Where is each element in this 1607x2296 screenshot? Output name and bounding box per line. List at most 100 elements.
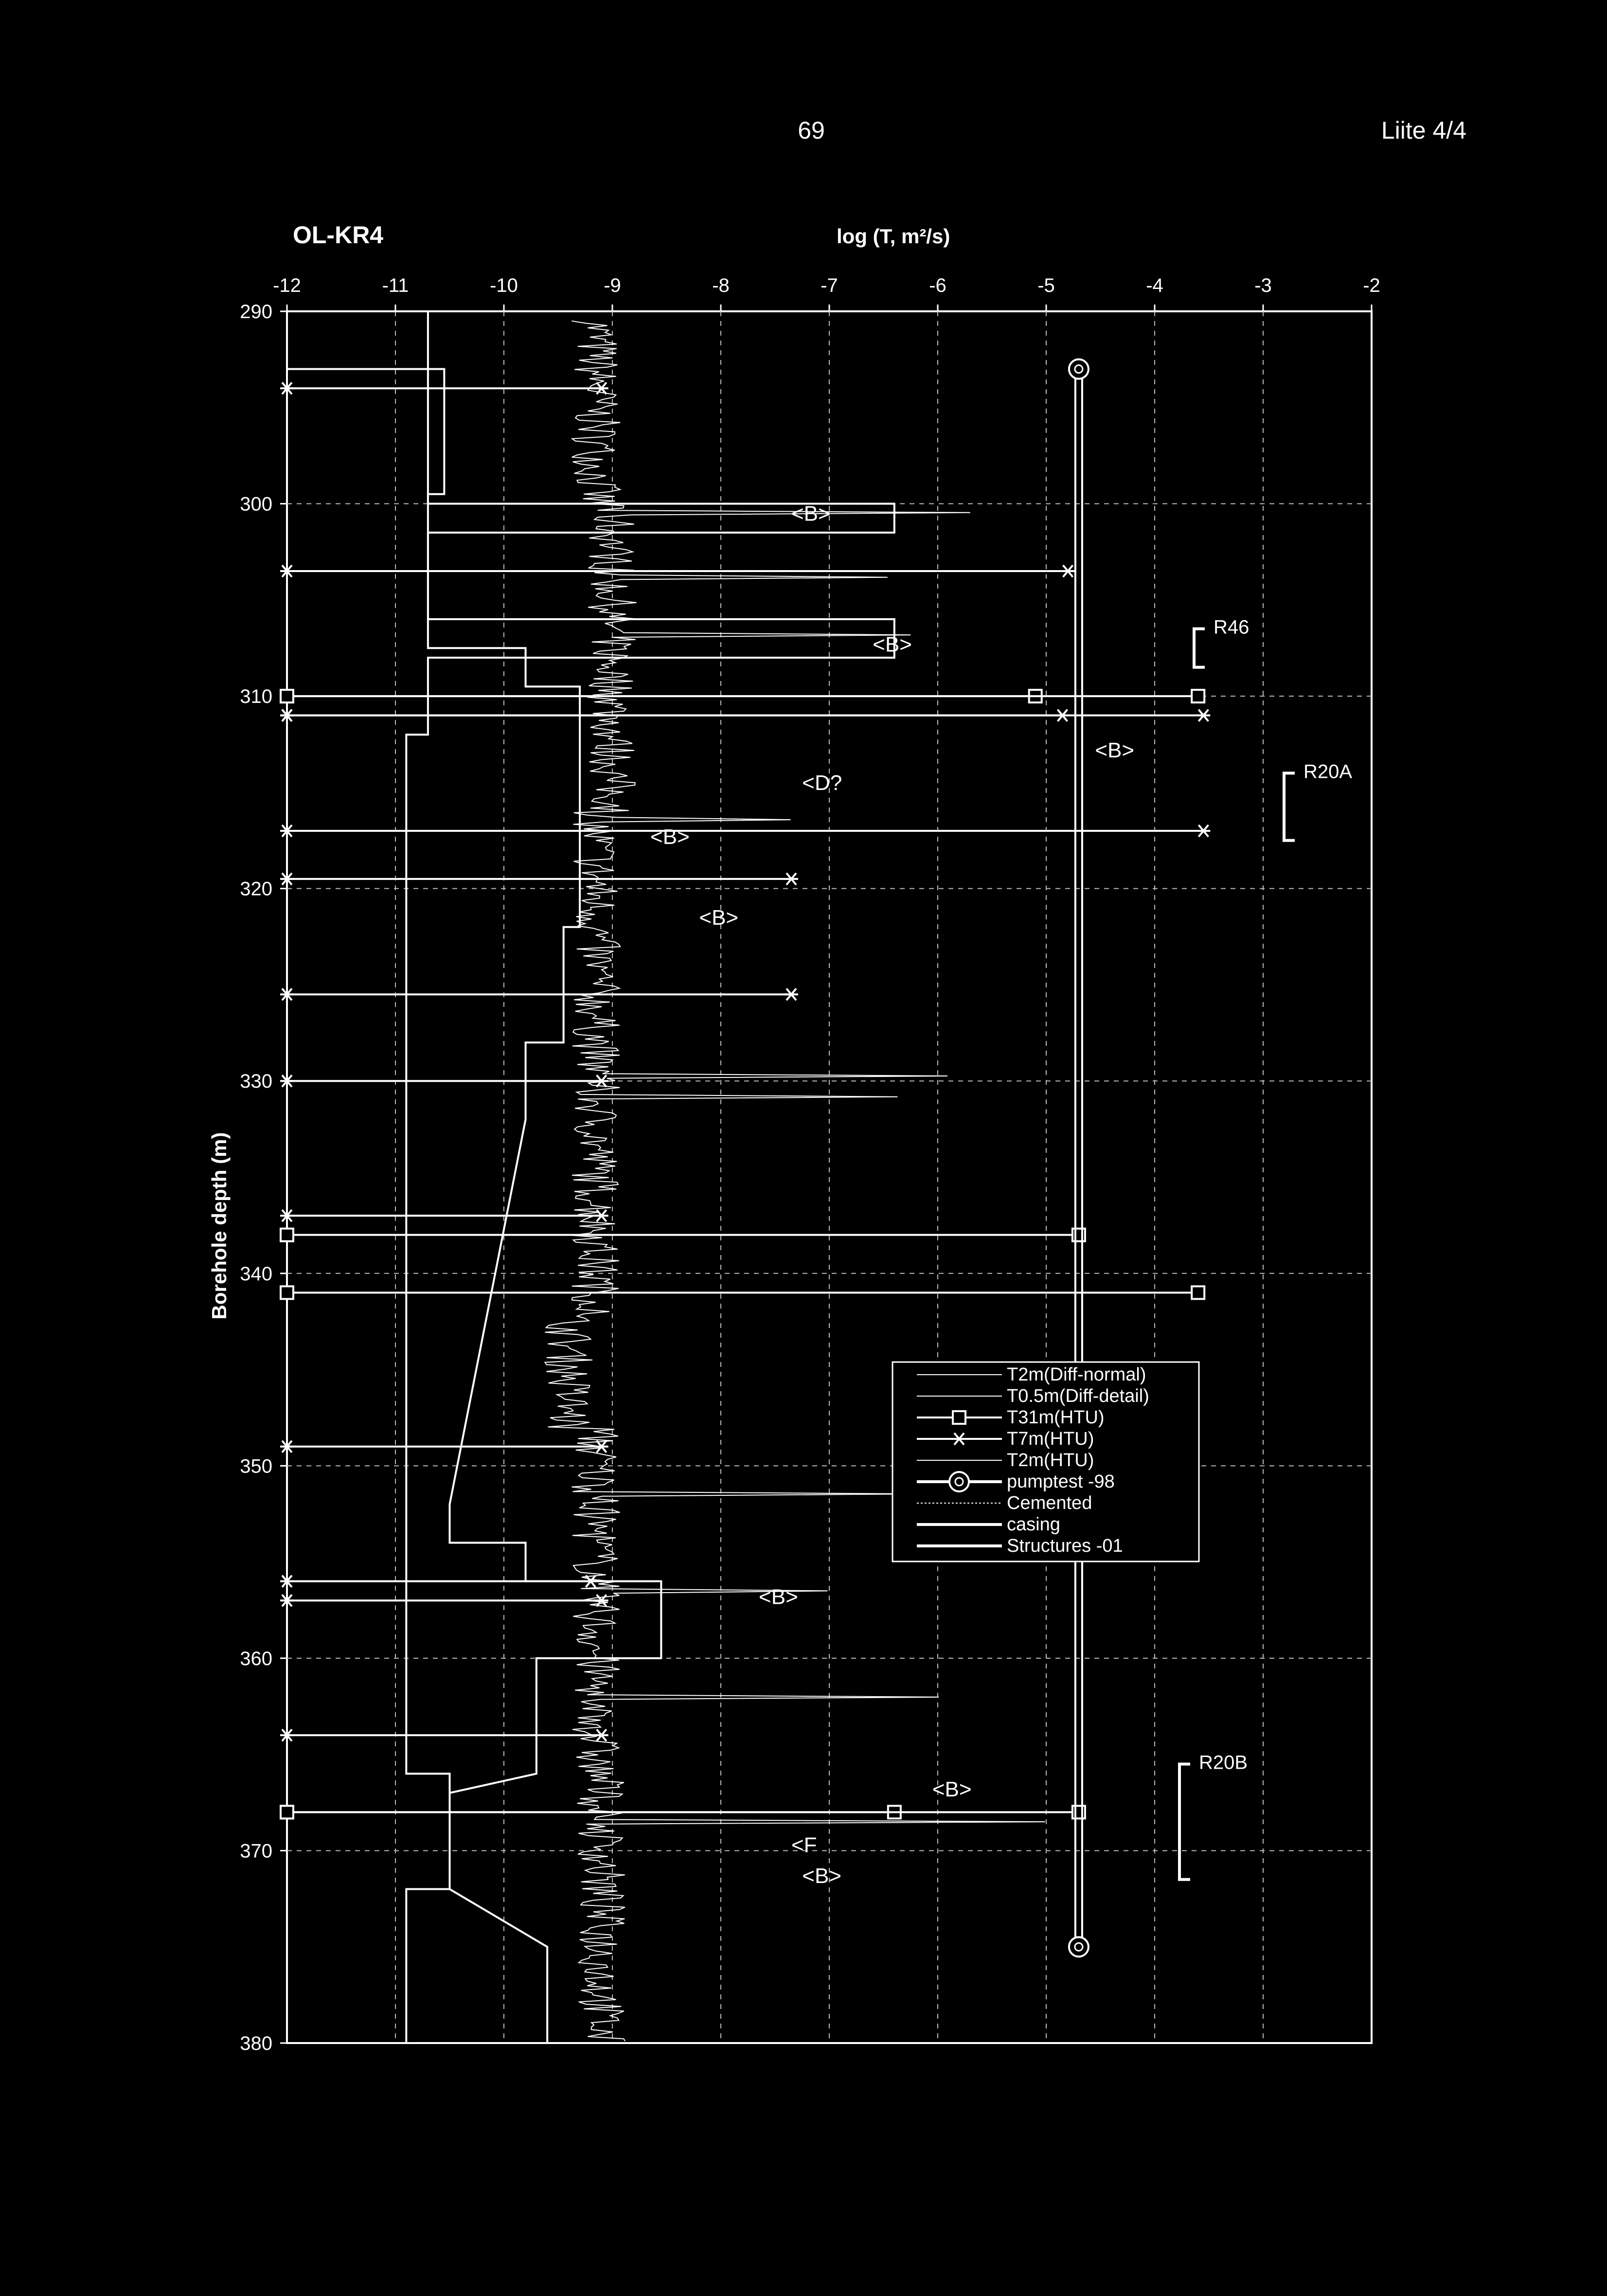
- y-tick-label: 310: [240, 686, 272, 707]
- y-tick-label: 330: [240, 1071, 272, 1092]
- legend-entry: Structures -01: [917, 1536, 1123, 1556]
- legend-swatch-marker: [948, 1471, 970, 1492]
- t7m-htu--start-marker: [280, 564, 294, 578]
- legend-swatch-marker-inner: [954, 1477, 964, 1487]
- asterisk-stroke: [596, 1440, 607, 1453]
- x-tick-label: -6: [929, 275, 946, 296]
- asterisk-stroke: [596, 1728, 607, 1742]
- legend-label: casing: [1007, 1514, 1060, 1535]
- structure-bracket: [1178, 1762, 1190, 1881]
- chart-title: OL-KR4: [293, 221, 383, 249]
- y-tick-label: 360: [240, 1648, 272, 1669]
- t31m-htu--point: [1071, 1227, 1086, 1242]
- t31m-htu--start-marker: [280, 1285, 294, 1300]
- structure-label: R20A: [1303, 761, 1352, 782]
- asterisk-stroke: [281, 564, 293, 578]
- legend-entry: T7m(HTU): [917, 1429, 1094, 1449]
- asterisk-stroke: [281, 1575, 293, 1588]
- t7m-htu--start-marker: [280, 987, 294, 1001]
- legend-entry: casing: [917, 1514, 1060, 1535]
- t31m-htu--start-marker: [280, 1805, 294, 1820]
- legend-label: T7m(HTU): [1007, 1429, 1094, 1449]
- t7m-htu--point: [1196, 824, 1211, 838]
- appendix-label: Liite 4/4: [1381, 117, 1466, 144]
- legend-label: pumptest -98: [1007, 1471, 1115, 1492]
- legend-entry: T0.5m(Diff-detail): [917, 1386, 1149, 1406]
- asterisk-stroke: [281, 1440, 293, 1453]
- structure-bracket: [1283, 771, 1295, 842]
- legend-entry: Cemented: [917, 1493, 1092, 1513]
- y-tick-label: 350: [240, 1455, 272, 1477]
- asterisk-stroke: [281, 1209, 293, 1222]
- legend: T2m(Diff-normal)T0.5m(Diff-detail)T31m(H…: [892, 1361, 1200, 1562]
- asterisk-stroke: [281, 1728, 293, 1742]
- asterisk-stroke: [585, 1575, 596, 1588]
- t7m-htu--point: [594, 1209, 608, 1222]
- legend-entry: T2m(Diff-normal): [917, 1364, 1146, 1385]
- t05m-diff-detail-trace: [544, 320, 1045, 2042]
- structure-label: R20B: [1199, 1752, 1248, 1773]
- asterisk-stroke: [786, 987, 797, 1001]
- series-t7m-htu-: [280, 381, 1211, 1742]
- asterisk-stroke: [281, 381, 293, 395]
- t7m-htu--point: [1061, 564, 1075, 578]
- legend-entry: T2m(HTU): [917, 1450, 1094, 1471]
- x-tick-label: -5: [1037, 275, 1055, 296]
- asterisk-stroke: [596, 1074, 607, 1088]
- asterisk-stroke: [1062, 564, 1074, 578]
- legend-swatch-marker: [952, 1410, 966, 1425]
- t7m-htu--point: [784, 872, 798, 886]
- t7m-htu--point: [594, 1440, 608, 1453]
- y-axis-label: Borehole depth (m): [208, 1132, 231, 1320]
- annotation-label: <B>: [759, 1585, 798, 1609]
- t7m-htu--start-marker: [280, 1728, 294, 1742]
- annotation-label: <B>: [802, 1864, 841, 1888]
- x-tick-label: -8: [712, 275, 730, 296]
- legend-entry: T31m(HTU): [917, 1407, 1105, 1428]
- asterisk-stroke: [786, 872, 797, 886]
- asterisk-stroke: [281, 709, 293, 722]
- t7m-htu--start-marker: [280, 1074, 294, 1088]
- x-tick-labels: -12-11-10-9-8-7-6-5-4-3-2: [273, 275, 1380, 296]
- t7m-htu--start-marker: [280, 381, 294, 395]
- series-pumptest-98: [1068, 358, 1089, 1958]
- structure-bracket: [1193, 627, 1205, 669]
- t7m-htu--start-marker: [280, 1440, 294, 1453]
- annotation-label: <B>: [650, 825, 690, 849]
- t05m-trace-line: [544, 320, 1045, 2042]
- legend-label: T0.5m(Diff-detail): [1007, 1386, 1149, 1406]
- t7m-htu--start-marker: [280, 872, 294, 886]
- asterisk-stroke: [596, 1209, 607, 1222]
- annotation-label: <D?: [802, 771, 842, 795]
- page-number: 69: [798, 117, 825, 144]
- t7m-htu--start-marker: [280, 1594, 294, 1607]
- t31m-htu--point: [1191, 689, 1206, 704]
- t31m-htu--start-marker: [280, 1227, 294, 1242]
- x-tick-label: -11: [382, 275, 409, 296]
- asterisk-stroke: [596, 381, 607, 395]
- y-tick-label: 370: [240, 1840, 272, 1862]
- legend-label: T2m(HTU): [1007, 1450, 1094, 1471]
- legend-entry: pumptest -98: [917, 1471, 1115, 1492]
- y-tick-label: 320: [240, 879, 272, 900]
- x-tick-label: -12: [273, 275, 301, 296]
- structure-label: R46: [1214, 617, 1249, 638]
- legend-swatch-marker: [952, 1432, 966, 1446]
- asterisk-stroke: [953, 1432, 965, 1446]
- x-tick-label: -3: [1254, 275, 1272, 296]
- annotation-label: <B>: [873, 632, 912, 656]
- asterisk-stroke: [1197, 709, 1209, 722]
- pumptest-marker-inner: [1074, 1942, 1084, 1952]
- asterisk-stroke: [1197, 824, 1209, 838]
- annotation-label: <B>: [932, 1777, 972, 1801]
- t7m-htu--point: [594, 1728, 608, 1742]
- t31m-htu--start-marker: [280, 689, 294, 704]
- t7m-htu--point: [584, 1575, 598, 1588]
- pumptest-marker: [1068, 358, 1089, 380]
- series: [280, 310, 1211, 2044]
- annotation-label: <F: [791, 1833, 817, 1857]
- t31m-htu--point: [1071, 1805, 1086, 1820]
